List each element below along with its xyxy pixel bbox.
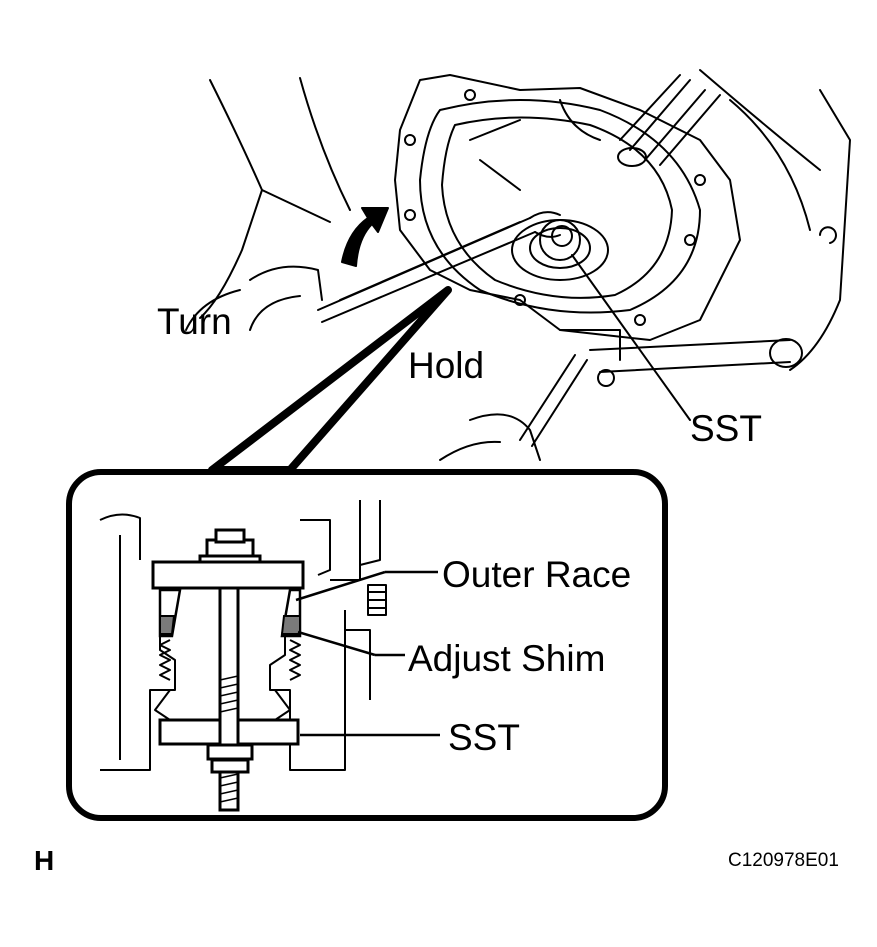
turn-label: Turn [157, 301, 232, 342]
section-letter: H [34, 845, 55, 876]
sst-tool [151, 528, 305, 812]
hold-wrench [519, 329, 803, 447]
sst-leader [571, 254, 691, 421]
outer-race-label: Outer Race [442, 554, 632, 595]
sst-label-detail: SST [448, 717, 520, 758]
turn-wrench [317, 211, 561, 323]
body-outline [185, 69, 851, 371]
hold-label: Hold [408, 345, 485, 386]
detail-section [99, 500, 387, 771]
adjust-shim [159, 615, 301, 635]
rod-thread [219, 675, 239, 803]
transaxle-case [394, 74, 741, 341]
sst-label-top: SST [690, 408, 762, 449]
detail-leaders [295, 570, 440, 737]
turn-arrow [341, 207, 389, 267]
adjust-shim-label: Adjust Shim [408, 638, 606, 679]
sst-handle [617, 74, 721, 167]
hands [249, 265, 541, 461]
figure-code: C120978E01 [728, 850, 839, 871]
sst-center [511, 219, 609, 281]
